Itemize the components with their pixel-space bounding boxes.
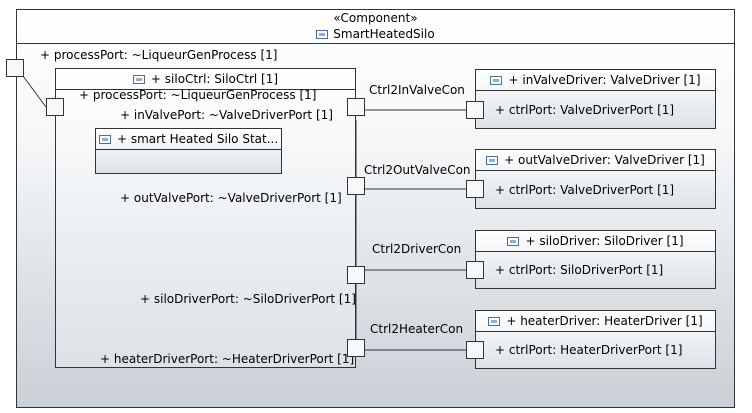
part-icon <box>132 74 145 84</box>
out-valve-connector-label: Ctrl2OutValveCon <box>364 163 471 177</box>
part-icon <box>486 155 499 165</box>
silo-driver-header: + siloDriver: SiloDriver [1] <box>476 231 715 252</box>
silo-ctrl-name: + siloCtrl: SiloCtrl [1] <box>150 72 279 86</box>
component-stereotype: «Component» <box>333 11 418 25</box>
part-icon <box>490 75 503 85</box>
component-icon <box>316 29 329 39</box>
silo-driver-ctrl-port[interactable] <box>466 261 484 279</box>
silo-driver-port[interactable] <box>347 266 365 284</box>
in-valve-driver-ctrl-port[interactable] <box>466 101 484 119</box>
silo-ctrl-header: + siloCtrl: SiloCtrl [1] <box>56 69 355 90</box>
out-valve-driver-part[interactable]: + outValveDriver: ValveDriver [1] + ctrl… <box>475 149 716 209</box>
silo-ctrl-part[interactable]: + siloCtrl: SiloCtrl [1] <box>55 68 356 368</box>
component-process-port-label: + processPort: ~LiqueurGenProcess [1] <box>40 48 278 62</box>
in-valve-port-label: + inValvePort: ~ValveDriverPort [1] <box>120 108 333 122</box>
heater-driver-header: + heaterDriver: HeaterDriver [1] <box>476 311 715 332</box>
out-valve-driver-port-label: + ctrlPort: ValveDriverPort [1] <box>495 183 675 197</box>
silo-driver-part[interactable]: + siloDriver: SiloDriver [1] + ctrlPort:… <box>475 230 716 289</box>
out-valve-port-label: + outValvePort: ~ValveDriverPort [1] <box>120 191 342 205</box>
in-valve-driver-port-label: + ctrlPort: ValveDriverPort [1] <box>495 103 675 117</box>
in-valve-driver-name: + inValveDriver: ValveDriver [1] <box>508 73 701 87</box>
silo-driver-name: + siloDriver: SiloDriver [1] <box>525 234 684 248</box>
process-delegation-line <box>22 75 47 108</box>
out-valve-driver-name: + outValveDriver: ValveDriver [1] <box>504 153 705 167</box>
heater-driver-port-label: + heaterDriverPort: ~HeaterDriverPort [1… <box>100 352 355 366</box>
silo-ctrl-process-port[interactable] <box>46 98 64 116</box>
silo-driver-port-label: + siloDriverPort: ~SiloDriverPort [1] <box>140 292 356 306</box>
component-process-port[interactable] <box>6 59 24 77</box>
silo-driver-connector-label: Ctrl2DriverCon <box>372 242 462 256</box>
heater-driver-ctrl-port[interactable] <box>466 341 484 359</box>
part-icon <box>488 316 501 326</box>
silo-ctrl-process-port-label: + processPort: ~LiqueurGenProcess [1] <box>79 88 317 102</box>
out-valve-driver-header: + outValveDriver: ValveDriver [1] <box>476 150 715 171</box>
component-divider <box>17 43 734 44</box>
in-valve-connector-label: Ctrl2InValveCon <box>369 83 465 97</box>
state-machine-header: + smart Heated Silo Stat... <box>96 129 281 150</box>
silo-driver-port-label: + ctrlPort: SiloDriverPort [1] <box>495 263 664 277</box>
heater-driver-part[interactable]: + heaterDriver: HeaterDriver [1] + ctrlP… <box>475 310 716 369</box>
out-valve-port[interactable] <box>347 177 365 195</box>
part-icon <box>507 236 520 246</box>
in-valve-port[interactable] <box>347 98 365 116</box>
in-valve-driver-header: + inValveDriver: ValveDriver [1] <box>476 70 715 91</box>
out-valve-driver-ctrl-port[interactable] <box>466 180 484 198</box>
component-name: SmartHeatedSilo <box>333 27 435 41</box>
component-title: SmartHeatedSilo <box>17 27 734 41</box>
heater-connector-label: Ctrl2HeaterCon <box>370 322 464 336</box>
heater-driver-port-label: + ctrlPort: HeaterDriverPort [1] <box>495 343 683 357</box>
state-machine-part[interactable]: + smart Heated Silo Stat... <box>95 128 282 174</box>
in-valve-driver-part[interactable]: + inValveDriver: ValveDriver [1] + ctrlP… <box>475 69 716 129</box>
state-machine-name: + smart Heated Silo Stat... <box>117 132 279 146</box>
heater-driver-port[interactable] <box>347 339 365 357</box>
part-icon <box>99 134 111 144</box>
heater-driver-name: + heaterDriver: HeaterDriver [1] <box>506 314 703 328</box>
